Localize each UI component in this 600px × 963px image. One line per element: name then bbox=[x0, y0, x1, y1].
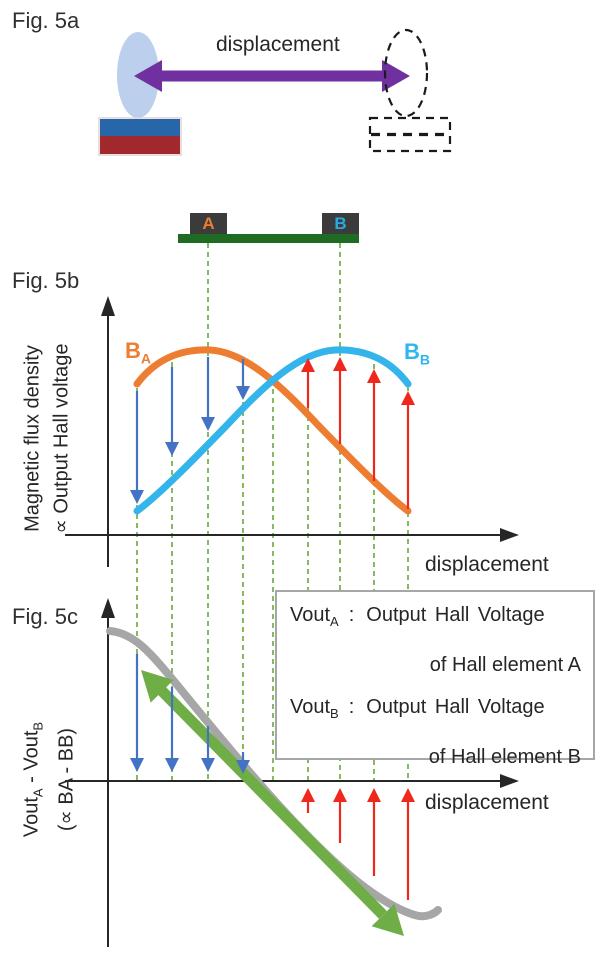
fig5c-y-axis-arrowhead bbox=[101, 598, 115, 618]
fig5c-axes bbox=[65, 598, 519, 947]
red-arrow-head bbox=[367, 788, 381, 802]
fig5c-blue-arrows bbox=[130, 654, 250, 774]
red-arrow-head bbox=[401, 788, 415, 802]
fig5a-label: Fig. 5a bbox=[12, 8, 80, 33]
fig5c-label: Fig. 5c bbox=[12, 604, 79, 629]
fig5c-ylabel-s2: B bbox=[30, 721, 46, 731]
dashed-ghost-lens bbox=[383, 28, 429, 118]
fig5b-x-axis-label: displacement bbox=[425, 553, 549, 576]
chip-a-body bbox=[190, 213, 227, 234]
curve-bb-label: BB bbox=[404, 339, 430, 367]
chip-a-label: A bbox=[202, 213, 215, 233]
curve-bb-label-sub: B bbox=[419, 351, 431, 368]
displacement-arrow-head-right bbox=[382, 60, 410, 92]
red-arrow-head bbox=[333, 357, 347, 371]
chip-b-body bbox=[322, 213, 359, 234]
legend-line-vout-b: VoutB: Output Hall Voltage bbox=[290, 686, 581, 736]
legend-desc-a: Output Hall Voltage bbox=[366, 604, 545, 626]
legend-term-b: Vout bbox=[290, 696, 331, 718]
blue-arrow-head bbox=[165, 442, 179, 456]
fig5c-y-axis-label-line1: VoutA - VoutB bbox=[18, 705, 53, 855]
legend-colon: : bbox=[348, 604, 355, 626]
legend-box: VoutA:Output Hall Voltage of Hall elemen… bbox=[275, 590, 595, 768]
blue-arrow-head bbox=[130, 758, 144, 772]
fig5b-y-axis-label-line2: ∝ Output Hall voltage bbox=[50, 343, 73, 534]
legend-colon: : bbox=[348, 696, 355, 718]
blue-arrow-head bbox=[236, 760, 250, 774]
curve-ba-label-sub: A bbox=[140, 350, 152, 367]
fig5b-red-arrows bbox=[301, 357, 415, 509]
magnet-outline bbox=[98, 117, 182, 156]
red-arrow-head bbox=[401, 391, 415, 405]
pcb-bar bbox=[178, 234, 359, 243]
fig5c-ylabel-t2: - Vout bbox=[20, 730, 43, 789]
curve-ba-label: BA bbox=[125, 338, 151, 366]
curve-bb-label-base: B bbox=[404, 339, 420, 364]
legend-term-b-sub: B bbox=[330, 706, 339, 721]
red-arrow-head bbox=[367, 369, 381, 383]
green-trend-arrow bbox=[141, 670, 404, 936]
green-trend-arrow-head-up bbox=[141, 670, 174, 703]
red-arrow-head bbox=[301, 358, 315, 372]
red-arrow-head bbox=[301, 788, 315, 802]
legend-desc-b: Output Hall Voltage bbox=[366, 696, 545, 718]
fig5b-blue-arrows bbox=[130, 357, 250, 504]
blue-arrow-head bbox=[201, 758, 215, 772]
chip-b-label: B bbox=[334, 213, 347, 233]
curve-bb bbox=[133, 346, 412, 515]
magnet-bottom bbox=[100, 136, 180, 154]
green-trend-arrow-head-down bbox=[371, 903, 404, 936]
legend-term-a-sub: A bbox=[330, 614, 339, 629]
fig5c-y-axis-label: VoutA - VoutB (∝ BA - BB) bbox=[18, 705, 78, 855]
fig5c-ylabel-t1: Vout bbox=[20, 797, 43, 838]
fig5c-x-axis-label: displacement bbox=[425, 791, 549, 814]
blue-arrow-head bbox=[130, 490, 144, 504]
fig5b-y-axis-arrowhead bbox=[101, 296, 115, 316]
legend-line-vout-b-cont: of Hall element B bbox=[428, 745, 581, 768]
fig5b-y-axis-label: Magnetic flux density ∝ Output Hall volt… bbox=[19, 324, 78, 554]
fig5c-red-arrows bbox=[301, 788, 415, 900]
blue-arrow-head bbox=[201, 417, 215, 431]
green-trend-arrow-shaft bbox=[158, 687, 387, 919]
legend-term-a: Vout bbox=[290, 604, 331, 626]
magnet-top bbox=[100, 119, 180, 136]
fig5b-y-axis-label-line1: Magnetic flux density bbox=[21, 345, 44, 532]
legend-line-vout-a: VoutA: Output Hall Voltage bbox=[290, 594, 581, 644]
fig5c-ylabel-s1: A bbox=[30, 788, 46, 798]
legend-line-vout-a-cont: of Hall element A bbox=[429, 653, 581, 676]
fig5b-axes bbox=[65, 296, 519, 567]
displacement-arrow-head-left bbox=[134, 60, 162, 92]
fig5a-displacement-label: displacement bbox=[216, 33, 340, 56]
displacement-arrow bbox=[134, 60, 410, 92]
blue-arrow-head bbox=[236, 386, 250, 400]
fig5b-x-axis-arrowhead bbox=[500, 528, 519, 542]
curve-ba-label-base: B bbox=[125, 338, 141, 363]
blue-arrow-head bbox=[165, 758, 179, 772]
fig5c-y-axis-label-line2: (∝ BA - BB) bbox=[55, 727, 78, 832]
fig5b-label: Fig. 5b bbox=[12, 268, 80, 293]
fig5c-x-axis-arrowhead bbox=[500, 774, 519, 788]
red-arrow-head bbox=[333, 788, 347, 802]
curve-ba bbox=[133, 346, 412, 515]
